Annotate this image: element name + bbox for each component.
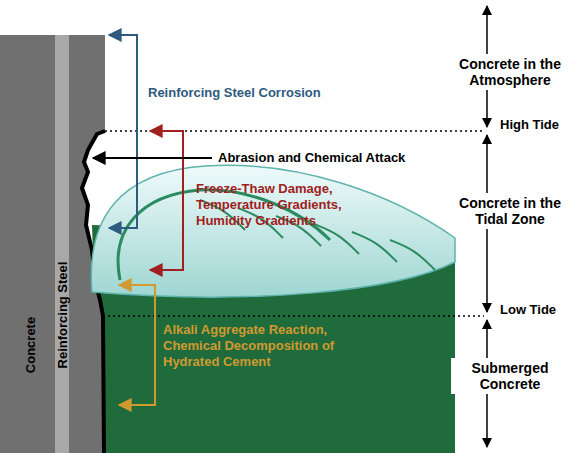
wave-streak	[390, 240, 435, 270]
zone-label: Concrete in the Tidal Zone	[451, 193, 569, 229]
tide-label: Low Tide	[500, 302, 556, 318]
abrasion-arrow	[93, 157, 212, 159]
reinforcing-steel: Reinforcing Steel	[55, 35, 69, 453]
low-tide-line	[103, 315, 484, 317]
zone-label: Submerged Concrete	[451, 358, 569, 394]
corrosion-bracket	[109, 35, 137, 228]
reinforcing-bar	[55, 35, 69, 453]
wall-label: Concrete	[23, 317, 38, 373]
wave-streak	[352, 232, 397, 262]
damage-label: Freeze-Thaw Damage, Temperature Gradient…	[196, 181, 361, 229]
damage-label: Reinforcing Steel Corrosion	[148, 85, 321, 101]
concrete-wall	[0, 35, 105, 453]
alkali-bracket	[119, 285, 155, 405]
damage-label: Alkali Aggregate Reaction, Chemical Deco…	[163, 322, 358, 370]
concrete-wall: Concrete Reinforcing Steel	[0, 35, 105, 453]
wave	[91, 165, 455, 297]
tide-label: High Tide	[500, 117, 559, 133]
wave-streak	[314, 224, 359, 254]
damage-label: Abrasion and Chemical Attack	[218, 150, 405, 166]
freeze-thaw-bracket	[150, 131, 183, 270]
zone-label: Concrete in the Atmosphere	[451, 54, 569, 90]
wall-label: Reinforcing Steel	[55, 262, 70, 369]
